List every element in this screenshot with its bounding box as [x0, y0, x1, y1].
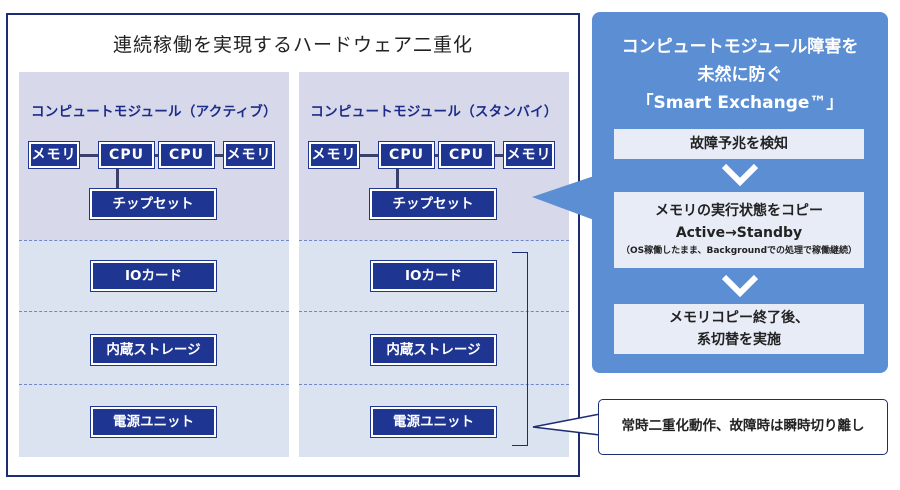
compute-module-active: コンピュートモジュール（アクティブ） メモリ CPU CPU メモリ チップセッ… — [19, 72, 289, 457]
note-pointer — [532, 413, 602, 436]
step-text: 系切替を実施 — [697, 332, 781, 348]
memory-chip: メモリ — [503, 141, 555, 169]
bus-connector — [214, 154, 224, 157]
panel-title-line: 未然に防ぐ — [697, 65, 783, 85]
cpu-chip: CPU — [158, 141, 215, 169]
section-divider — [19, 384, 289, 385]
section-divider — [299, 240, 569, 241]
bus-connector — [154, 154, 159, 157]
step-text: 故障予兆を検知 — [690, 136, 788, 152]
chipset-connector — [116, 167, 119, 192]
module-title: コンピュートモジュール（スタンバイ） — [310, 104, 558, 120]
bus-connector — [359, 154, 379, 157]
section-divider — [299, 311, 569, 312]
bus-connector — [494, 154, 504, 157]
panel-pointer — [532, 176, 594, 220]
panel-title: コンピュートモジュール障害を 未然に防ぐ 「Smart Exchange™」 — [592, 33, 888, 117]
compute-module-standby: コンピュートモジュール（スタンバイ） メモリ CPU CPU メモリ チップセッ… — [299, 72, 569, 457]
diagram-title: 連続稼働を実現するハードウェア二重化 — [112, 34, 473, 56]
cpu-chip: CPU — [98, 141, 155, 169]
step-text: メモリの実行状態をコピー — [655, 203, 823, 219]
memory-chip: メモリ — [223, 141, 275, 169]
bus-connector — [79, 154, 99, 157]
standby-peripherals-bracket — [512, 252, 528, 446]
io-card-box: IOカード — [370, 260, 497, 292]
step-detect-failure-sign: 故障予兆を検知 — [614, 129, 864, 159]
module-title: コンピュートモジュール（アクティブ） — [31, 104, 277, 120]
bus-connector — [434, 154, 439, 157]
chevron-down-icon — [721, 274, 759, 298]
storage-box: 内蔵ストレージ — [90, 334, 217, 366]
step-switch-system: メモリコピー終了後、 系切替を実施 — [614, 304, 864, 354]
step-text: メモリコピー終了後、 — [669, 310, 809, 326]
step-copy-memory: メモリの実行状態をコピー Active→Standby （OS稼働したまま、Ba… — [614, 192, 864, 268]
storage-box: 内蔵ストレージ — [370, 334, 497, 366]
chipset-box: チップセット — [369, 188, 497, 220]
chipset-connector — [396, 167, 399, 192]
power-unit-box: 電源ユニット — [90, 406, 217, 438]
step-direction-text: Active→Standby — [675, 225, 803, 241]
chipset-box: チップセット — [89, 188, 217, 220]
chevron-down-icon — [721, 163, 759, 187]
section-divider — [19, 311, 289, 312]
io-card-box: IOカード — [90, 260, 217, 292]
section-divider — [19, 240, 289, 241]
step-note-text: （OS稼働したまま、Backgroundでの処理で稼働継続） — [620, 246, 858, 256]
panel-title-line: 「Smart Exchange™」 — [636, 93, 844, 113]
panel-title-line: コンピュートモジュール障害を — [621, 37, 859, 57]
memory-chip: メモリ — [28, 141, 80, 169]
dual-operation-note: 常時二重化動作、故障時は瞬時切り離し — [598, 399, 888, 455]
cpu-chip: CPU — [438, 141, 495, 169]
memory-chip: メモリ — [308, 141, 360, 169]
power-unit-box: 電源ユニット — [370, 406, 497, 438]
cpu-chip: CPU — [378, 141, 435, 169]
section-divider — [299, 384, 569, 385]
